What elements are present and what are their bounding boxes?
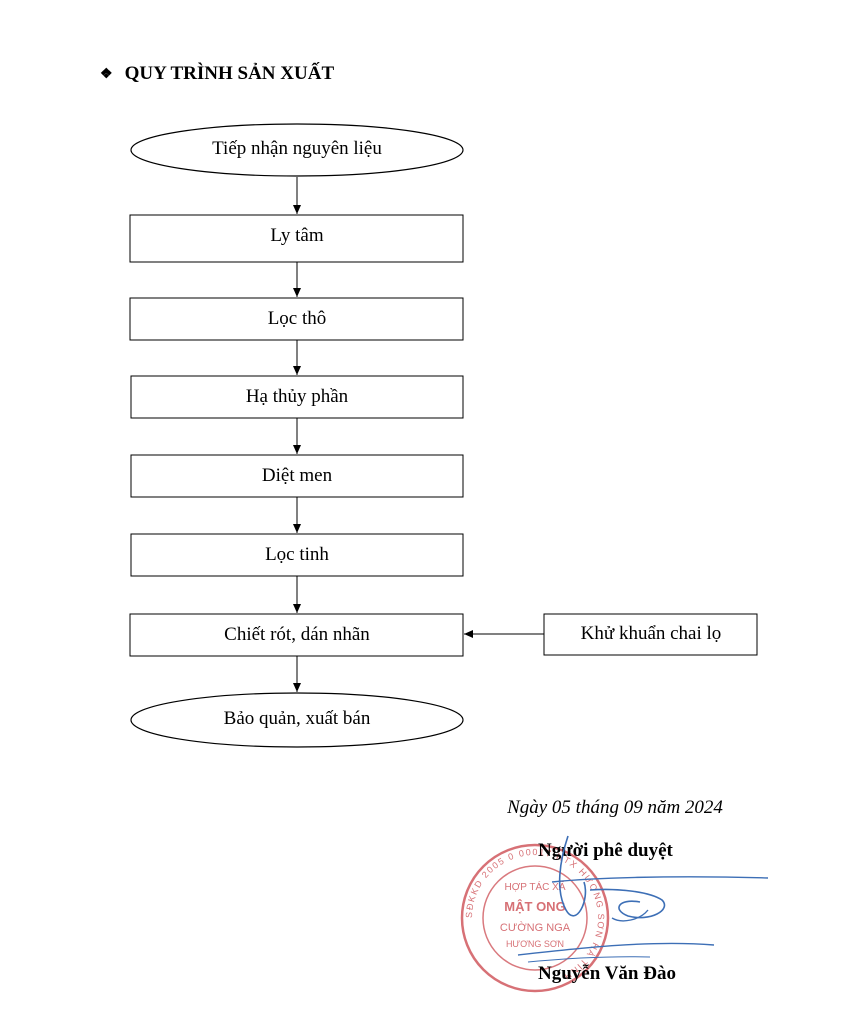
handwritten-signature (517, 835, 769, 963)
node-label-loc-tho: Lọc thô (267, 308, 327, 329)
node-label-ha-thuy-phan: Hạ thủy phần (245, 386, 349, 407)
stamp-line-4: HƯƠNG SƠN (506, 939, 564, 949)
flowchart (129, 123, 758, 748)
node-shape-chiet-rot (129, 613, 464, 657)
node-shape-end (130, 692, 464, 748)
node-label-chiet-rot: Chiết rót, dán nhãn (224, 624, 370, 645)
stamp-line-1: HỢP TÁC XÃ (504, 880, 565, 893)
company-stamp: SĐKKD 2005 0 00017 HTX HƯƠNG SƠN HÀ TĨNH… (460, 843, 610, 993)
section-heading: ❖ QUY TRÌNH SẢN XUẤT (100, 63, 334, 85)
diamond-bullet-icon: ❖ (100, 66, 113, 82)
node-shape-diet-men (130, 454, 464, 498)
approver-name: Nguyễn Văn Đào (538, 963, 676, 984)
approver-role: Người phê duyệt (538, 840, 673, 861)
node-shape-ly-tam (129, 214, 464, 263)
node-shape-loc-tinh (130, 533, 464, 577)
node-shape-loc-tho (129, 297, 464, 341)
node-label-end: Bảo quản, xuất bán (223, 708, 371, 729)
node-label-khu-khuan: Khử khuẩn chai lọ (580, 623, 722, 644)
node-label-start: Tiếp nhận nguyên liệu (212, 138, 382, 159)
node-label-loc-tinh: Lọc tinh (265, 544, 329, 565)
page-title: QUY TRÌNH SẢN XUẤT (124, 63, 335, 84)
approval-date: Ngày 05 tháng 09 năm 2024 (507, 797, 723, 818)
node-label-ly-tam: Ly tâm (270, 225, 324, 246)
stamp-line-2: MẬT ONG (504, 899, 565, 914)
stamp-line-3: CƯỜNG NGA (500, 921, 571, 934)
node-shape-ha-thuy-phan (130, 375, 464, 419)
node-label-diet-men: Diệt men (261, 465, 333, 486)
node-shape-khu-khuan (543, 613, 758, 656)
node-shape-start (130, 123, 464, 177)
